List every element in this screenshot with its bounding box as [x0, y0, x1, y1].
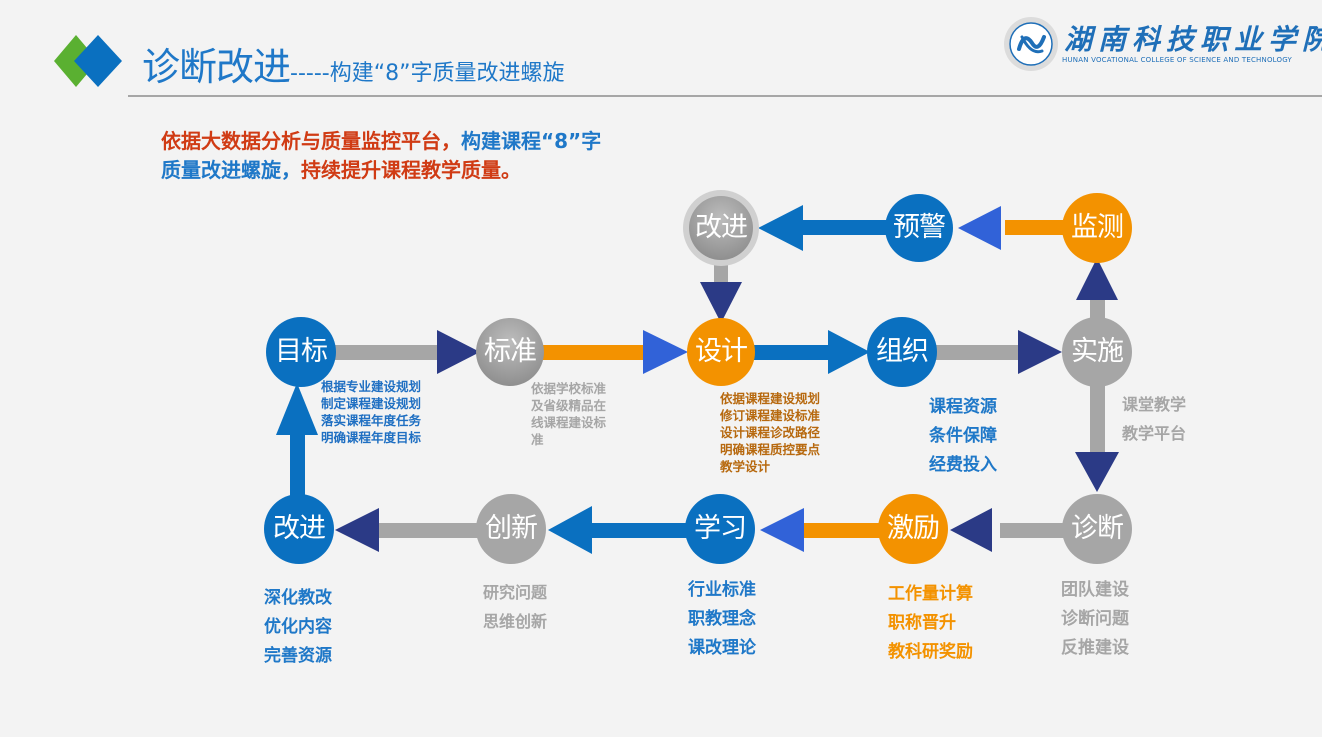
title-text: 诊断改进 [142, 45, 291, 89]
label-jiance: 监测 [1071, 212, 1124, 243]
arrow-to-mubiao [276, 383, 318, 435]
node-biaozhun [476, 318, 544, 386]
intro-blue-2: 质量改进螺旋， [161, 158, 301, 182]
node-sheji [687, 318, 755, 386]
college-emblem-icon [1004, 17, 1058, 71]
arrow-to-zhenduan [1075, 452, 1119, 492]
intro-red-1: 依据大数据分析与质量监控平台， [161, 129, 461, 153]
arrow-to-biaozhun [437, 330, 480, 374]
note-gaijin-bottom: 深化教改 优化内容 完善资源 [264, 588, 332, 666]
note-chuangxin: 研究问题 思维创新 [483, 583, 548, 631]
connector-zhenduan-jili [1000, 523, 1065, 538]
connector-biaozhun-sheji [540, 345, 645, 360]
connector-gaijin-mubiao [290, 430, 305, 500]
arrow-to-yujing [958, 206, 1001, 250]
blue-diamond-icon [74, 35, 122, 87]
note-mubiao: 根据专业建设规划 制定课程建设规划 落实课程年度任务 明确课程年度目标 [321, 379, 422, 445]
page-title: 诊断改进-----构建“8”字质量改进螺旋 [142, 36, 565, 91]
connector-jiance-yujing [1005, 220, 1075, 235]
connector-sheji-zuzhi [750, 345, 830, 360]
label-gaijin-top: 改进 [695, 212, 748, 243]
connector-yujing-gaijin [800, 220, 890, 235]
label-mubiao: 目标 [275, 336, 328, 367]
note-shishi: 课堂教学 教学平台 [1122, 395, 1187, 443]
note-zuzhi: 课程资源 条件保障 经费投入 [929, 397, 997, 475]
node-chuangxin [476, 494, 546, 564]
header-divider [128, 95, 1322, 97]
arrow-to-gaijin-bottom [335, 508, 379, 552]
intro-red-2: 持续提升课程教学质量。 [301, 158, 521, 182]
note-jili: 工作量计算 职称晋升 教科研奖励 [888, 584, 973, 662]
node-jili [878, 494, 948, 564]
connector-shishi-zhenduan [1090, 380, 1105, 455]
arrow-to-chuangxin [548, 506, 592, 554]
college-name-cn: 湖南科技职业学院 [1064, 23, 1322, 56]
arrow-to-zuzhi [828, 330, 870, 374]
intro-blue-1: 构建课程“8”字 [461, 129, 602, 153]
node-zuzhi [867, 317, 937, 387]
arrow-to-jili [950, 508, 992, 552]
label-gaijin-bottom: 改进 [273, 513, 326, 544]
node-yujing [885, 194, 953, 262]
college-logo [1002, 15, 1298, 73]
node-xuexi [685, 494, 755, 564]
connector-mubiao-biaozhun [330, 345, 440, 360]
label-zhenduan: 诊断 [1071, 513, 1124, 544]
college-name-en: HUNAN VOCATIONAL COLLEGE OF SCIENCE AND … [1062, 56, 1292, 64]
label-xuexi: 学习 [694, 513, 747, 544]
label-biaozhun: 标准 [484, 336, 537, 367]
label-zuzhi: 组织 [876, 336, 929, 367]
intro-line-2: 质量改进螺旋，持续提升课程教学质量。 [161, 154, 521, 183]
node-mubiao [266, 317, 336, 387]
note-biaozhun: 依据学校标准 及省级精品在 线课程建设标 准 [531, 381, 607, 447]
label-yujing: 预警 [893, 212, 946, 243]
label-chuangxin: 创新 [485, 513, 538, 544]
note-xuexi: 行业标准 职教理念 课改理论 [688, 580, 756, 658]
arrow-to-xuexi [760, 508, 804, 552]
connector-zuzhi-shishi [935, 345, 1020, 360]
connector-gaijin-sheji [714, 260, 728, 285]
node-gaijin-bottom [264, 494, 334, 564]
note-sheji: 依据课程建设规划 修订课程建设标准 设计课程诊改路径 明确课程质控要点 教学设计 [720, 391, 821, 474]
arrow-to-gaijin-top [758, 205, 803, 251]
node-shishi [1062, 317, 1132, 387]
node-jiance [1062, 193, 1132, 263]
connector-chuangxin-gaijin [375, 523, 485, 538]
label-shishi: 实施 [1071, 336, 1124, 367]
intro-line-1: 依据大数据分析与质量监控平台，构建课程“8”字 [161, 125, 601, 154]
note-zhenduan: 团队建设 诊断问题 反推建设 [1061, 580, 1129, 658]
title-subtitle: -----构建“8”字质量改进螺旋 [290, 61, 565, 86]
connector-jili-xuexi [800, 523, 885, 538]
connector-xuexi-chuangxin [590, 523, 690, 538]
arrow-to-shishi [1018, 330, 1062, 374]
arrow-to-sheji-down [700, 282, 742, 323]
arrow-to-jiance [1076, 258, 1118, 300]
label-jili: 激励 [887, 513, 940, 544]
section-logo-diamonds [54, 35, 122, 87]
label-sheji: 设计 [695, 336, 748, 367]
node-zhenduan [1062, 494, 1132, 564]
arrow-to-sheji [643, 330, 688, 374]
node-gaijin-top [689, 196, 753, 260]
